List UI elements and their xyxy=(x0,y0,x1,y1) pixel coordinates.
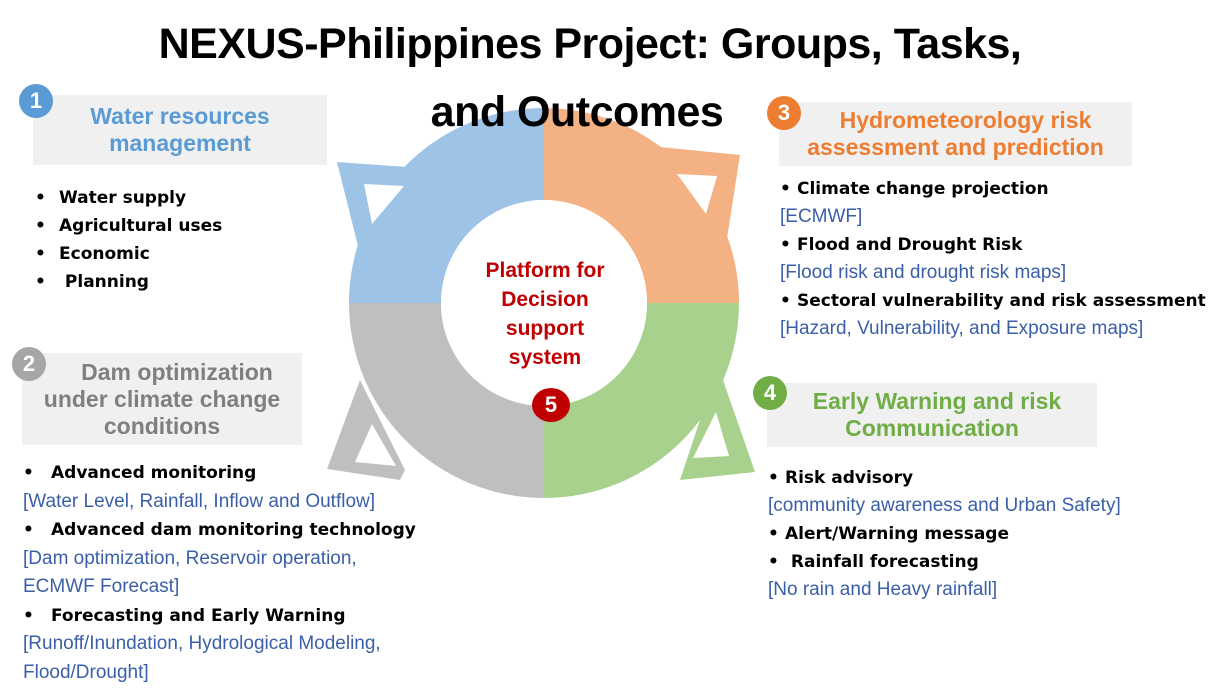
list-item: •Water supply xyxy=(35,188,187,208)
group-3-list: •Climate change projection [ECMWF] •Floo… xyxy=(780,175,1206,343)
group-2-list: •Advanced monitoring [Water Level, Rainf… xyxy=(23,459,416,687)
group-3-title-line: assessment and prediction xyxy=(807,134,1104,160)
group-2-header: Dam optimization under climate change co… xyxy=(22,353,302,445)
center-label-line: system xyxy=(508,346,582,369)
center-label: Platform for Decision support system xyxy=(460,256,630,372)
center-number-badge: 5 xyxy=(532,388,570,422)
list-item-detail: [No rain and Heavy rainfall] xyxy=(768,579,998,600)
list-item: •Risk advisory xyxy=(768,468,914,488)
list-item: • Rainfall forecasting xyxy=(768,552,979,572)
page-title-line2: and Outcomes xyxy=(430,88,724,136)
arrow-head-gray xyxy=(327,380,405,480)
center-label-line: Decision xyxy=(501,288,589,311)
group-1-list: •Water supply •Agricultural uses •Econom… xyxy=(35,184,222,296)
group-4-number-badge: 4 xyxy=(753,376,787,410)
list-item: •Advanced monitoring xyxy=(23,463,257,483)
group-1-title-line: Water resources xyxy=(90,103,270,129)
group-3-title-line: Hydrometeorology risk xyxy=(839,107,1092,133)
center-label-line: support xyxy=(505,317,585,340)
list-item-detail: [Hazard, Vulnerability, and Exposure map… xyxy=(780,318,1144,339)
list-item-detail: [Runoff/Inundation, Hydrological Modelin… xyxy=(23,633,381,654)
list-item: •Advanced dam monitoring technology xyxy=(23,520,416,540)
list-item-detail: [Water Level, Rainfall, Inflow and Outfl… xyxy=(23,490,376,512)
group-3-number-badge: 3 xyxy=(767,96,801,130)
list-item-detail: [community awareness and Urban Safety] xyxy=(768,495,1121,516)
group-2-title-line: conditions xyxy=(103,413,221,439)
list-item-detail: [Flood risk and drought risk maps] xyxy=(780,262,1067,283)
list-item-detail: Flood/Drought] xyxy=(23,661,149,683)
center-circle xyxy=(441,200,647,406)
list-item: •Flood and Drought Risk xyxy=(780,235,1023,255)
list-item: •Sectoral vulnerability and risk assessm… xyxy=(780,291,1206,311)
list-item: •Climate change projection xyxy=(780,179,1049,199)
group-2-title-line: Dam optimization xyxy=(81,359,273,385)
page-title-line1: NEXUS-Philippines Project: Groups, Tasks… xyxy=(158,20,1022,68)
list-item-detail: ECMWF Forecast] xyxy=(23,576,180,597)
arrow-head-green xyxy=(680,380,755,480)
list-item: •Forecasting and Early Warning xyxy=(23,605,346,626)
group-4-header: Early Warning and risk Communication xyxy=(767,383,1097,447)
group-2-number-badge: 2 xyxy=(12,347,46,381)
list-item: •Economic xyxy=(35,244,150,264)
quadrant-water-resources xyxy=(349,108,544,303)
group-1-header: Water resources management xyxy=(33,95,327,165)
quadrant-early-warning xyxy=(544,303,739,498)
group-1-title-line: management xyxy=(109,130,251,156)
group-4-title-line: Communication xyxy=(845,415,1019,441)
list-item-detail: [Dam optimization, Reservoir operation, xyxy=(23,547,357,569)
quadrant-hydrometeorology xyxy=(544,108,739,303)
quadrant-dam-optimization xyxy=(349,303,544,498)
group-4-title-line: Early Warning and risk xyxy=(812,388,1062,414)
center-label-line: Platform for xyxy=(485,259,605,282)
group-1-number-badge: 1 xyxy=(19,84,53,118)
arrow-head-orange xyxy=(640,145,740,270)
group-3-header: Hydrometeorology risk assessment and pre… xyxy=(779,102,1132,166)
arrow-head-blue xyxy=(337,162,420,262)
list-item: •Agricultural uses xyxy=(35,216,223,236)
group-4-list: •Risk advisory [community awareness and … xyxy=(768,464,1121,604)
list-item: •Alert/Warning message xyxy=(768,524,1010,544)
group-2-title-line: under climate change xyxy=(43,386,281,412)
list-item: • Planning xyxy=(35,272,149,292)
list-item-detail: [ECMWF] xyxy=(780,206,863,227)
